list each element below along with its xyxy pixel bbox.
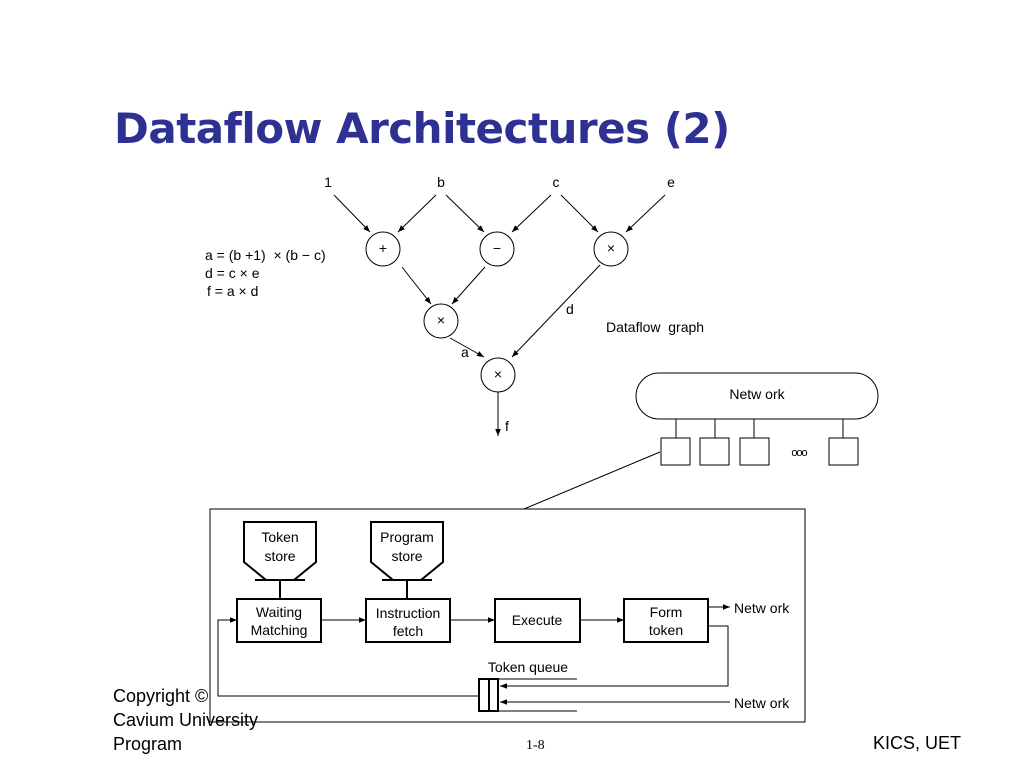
edge-label-f: f (505, 418, 509, 434)
fetch-label-1: Instruction (376, 605, 441, 621)
edge-c-to-minus (511, 194, 552, 233)
program-store-label-2: store (391, 548, 422, 564)
edge-plus-to-times-mid (401, 266, 432, 305)
dataflow-graph: 1 b c e + − × × × d (205, 174, 704, 436)
processing-element (699, 437, 730, 466)
processing-element (739, 437, 770, 466)
zoom-line (523, 451, 661, 510)
waiting-label-2: Matching (251, 622, 308, 638)
arrow-form-to-queue (500, 625, 729, 689)
token-queue-shape (478, 678, 499, 712)
edge-times-top-to-bottom (511, 264, 601, 358)
edge-c-to-times (560, 194, 599, 233)
edge-times-mid-to-bottom (449, 337, 485, 358)
op-label-plus: + (379, 240, 387, 256)
footer-copyright-line-1: Copyright © (113, 686, 209, 706)
arrow-queue-to-waiting (217, 617, 480, 697)
input-label-c: c (553, 174, 560, 190)
network-in-label: Netw ork (734, 695, 790, 711)
network-out-label: Netw ork (734, 600, 790, 616)
input-label-e: e (667, 174, 675, 190)
processing-element (660, 437, 691, 466)
form-token-label-2: token (649, 622, 683, 638)
waiting-matching-box (236, 598, 322, 643)
slide-title: Dataflow Architectures (2) (114, 104, 730, 153)
edge-label-a: a (461, 344, 469, 360)
input-label-1: 1 (324, 174, 332, 190)
input-label-b: b (437, 174, 445, 190)
program-store-label-1: Program (380, 529, 434, 545)
op-node-times-bottom (480, 357, 516, 393)
waiting-label-1: Waiting (256, 604, 302, 620)
footer-copyright: Copyright © Cavium University Program (113, 684, 353, 756)
edge-1-to-plus (333, 194, 371, 233)
network-pill (635, 372, 879, 420)
op-node-times-mid (423, 303, 459, 339)
op-label-minus: − (493, 240, 501, 256)
graph-caption: Dataflow graph (606, 319, 704, 335)
network-block: Netw ork ooo (523, 372, 879, 510)
op-node-times-top (593, 231, 629, 267)
edge-b-to-minus (445, 194, 485, 233)
footer-page-number: 1-8 (526, 738, 545, 753)
op-label-times-mid: × (437, 312, 445, 328)
equation-d: d = c × e (205, 265, 260, 281)
token-store-label-1: Token (261, 529, 298, 545)
token-store-label-2: store (264, 548, 295, 564)
ellipsis-dots: ooo (791, 447, 807, 459)
token-queue-label: Token queue (488, 659, 568, 675)
footer-copyright-line-2: Cavium University (113, 710, 259, 730)
edge-e-to-times (625, 194, 666, 233)
fetch-label-2: fetch (393, 623, 423, 639)
execute-label: Execute (512, 612, 563, 628)
edge-minus-to-times-mid (451, 266, 486, 305)
op-label-times-bottom: × (494, 366, 502, 382)
edge-label-d: d (566, 301, 574, 317)
processing-element (828, 437, 859, 466)
form-token-box (623, 598, 709, 643)
equation-f: f = a × d (207, 283, 258, 299)
footer-copyright-line-3: Program (113, 734, 183, 754)
footer-organization: KICS, UET (873, 733, 962, 753)
op-label-times-top: × (607, 240, 615, 256)
form-token-label-1: Form (650, 604, 683, 620)
op-node-minus (479, 231, 515, 267)
edge-b-to-plus (397, 194, 437, 233)
op-node-plus (365, 231, 401, 267)
pe-detail: Token store Program store Waiting Matchi… (209, 508, 806, 723)
network-label: Netw ork (729, 386, 785, 402)
equation-a: a = (b +1) × (b − c) (205, 247, 326, 263)
pe-detail-frame (209, 508, 806, 723)
